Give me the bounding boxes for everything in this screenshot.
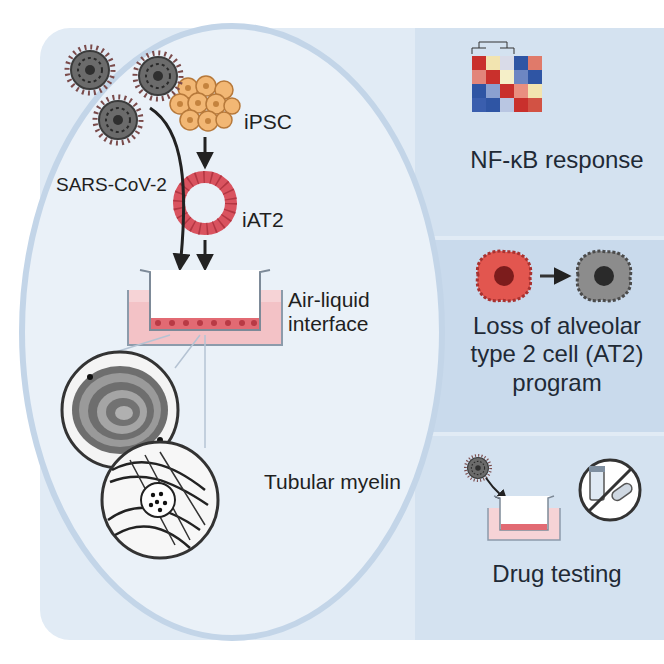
panel-band <box>415 240 664 432</box>
virus <box>67 47 113 93</box>
ellipse-region: iPSC iAT2 SARS-CoV-2Air-liquid interfaceTu… <box>20 24 446 642</box>
iat2-cells <box>179 177 231 229</box>
step-arrow <box>204 137 207 166</box>
change-arrow <box>540 275 568 278</box>
result-panel: Drug testing <box>450 436 664 640</box>
virus <box>95 97 141 143</box>
transwell-small <box>488 496 560 540</box>
at2-cell-red <box>477 251 531 301</box>
ellipse-region <box>22 26 442 638</box>
no-drug-symbol <box>580 460 640 520</box>
step-label: Air-liquid interface <box>288 288 428 336</box>
at2-cell-grey <box>577 251 631 301</box>
result-label: Drug testing <box>456 560 658 588</box>
step-arrow <box>204 240 207 268</box>
step-label: iPSC <box>244 110 324 134</box>
step-label: Tubular myelin <box>264 470 404 494</box>
result-label: Loss of alveolar type 2 cell (AT2) progr… <box>456 312 658 397</box>
step-label: SARS-CoV-2 <box>56 174 206 196</box>
virus <box>135 53 181 99</box>
iat2-ring <box>179 177 231 229</box>
ipsc-cells <box>170 76 240 131</box>
step-label: iAT2 <box>242 208 322 232</box>
result-panel: Loss of alveolar type 2 cell (AT2) progr… <box>450 240 664 432</box>
transwell <box>128 270 282 345</box>
tubular-myelin-zoom <box>102 442 218 558</box>
panel-band <box>415 28 664 236</box>
result-panel: NF-κB response <box>450 28 664 236</box>
result-label: NF-κB response <box>456 146 658 174</box>
virus <box>465 455 490 480</box>
heatmap <box>472 42 542 112</box>
panel-band <box>415 436 664 640</box>
